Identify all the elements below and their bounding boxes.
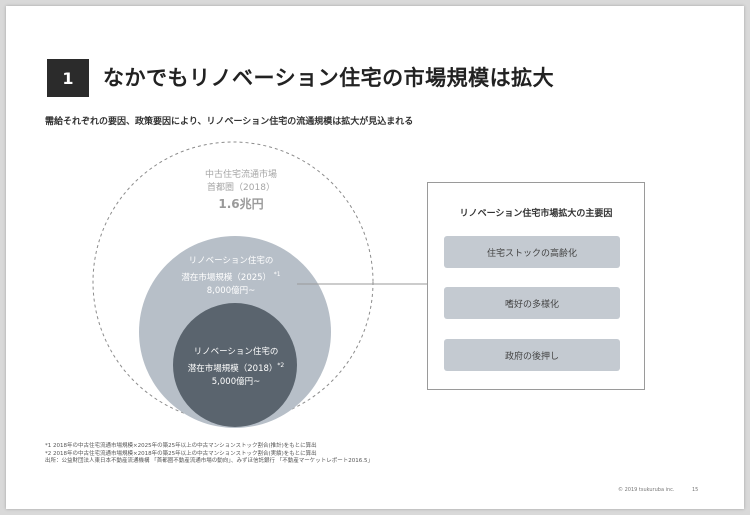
- outer-label-line1: 中古住宅流通市場: [204, 170, 277, 180]
- factor-item-aging-stock: 住宅ストックの高齢化: [444, 236, 620, 268]
- page-title: なかでもリノベーション住宅の市場規模は拡大: [103, 66, 555, 90]
- factors-panel: リノベーション住宅市場拡大の主要因 住宅ストックの高齢化 嗜好の多様化 政府の後…: [427, 182, 645, 390]
- footnote-2: *2 2018年の中古住宅流通市場規模×2018年の築25年以上の中古マンション…: [45, 450, 317, 457]
- middle-label-line1: リノベーション住宅の: [188, 256, 274, 266]
- middle-label-text: 潜在市場規模（2025）: [181, 272, 272, 283]
- footnote-1: *1 2018年の中古住宅流通市場規模×2025年の築25年以上の中古マンション…: [45, 443, 317, 449]
- page-subtitle: 需給それぞれの要因、政策要因により、リノベーション住宅の流通規模は拡大が見込まれ…: [45, 117, 414, 127]
- inner-label-line1: リノベーション住宅の: [193, 347, 279, 357]
- footnotes: *1 2018年の中古住宅流通市場規模×2025年の築25年以上の中古マンション…: [45, 443, 373, 466]
- middle-circle-label: リノベーション住宅の 潜在市場規模（2025） *1: [156, 255, 306, 285]
- outer-circle-used-housing-market: [92, 141, 374, 423]
- inner-label-line2: 潜在市場規模（2018）*2: [176, 359, 296, 376]
- factor-item-diverse-preferences: 嗜好の多様化: [444, 287, 620, 319]
- slide: 1 なかでもリノベーション住宅の市場規模は拡大 需給それぞれの要因、政策要因によ…: [6, 6, 744, 509]
- outer-label-line2: 首都圏（2018）: [207, 183, 275, 193]
- copyright: © 2019 tsukuruba inc.: [618, 487, 675, 493]
- inner-circle-label: リノベーション住宅の 潜在市場規模（2018）*2: [176, 346, 296, 376]
- middle-label-line2: 潜在市場規模（2025） *1: [156, 268, 306, 285]
- middle-note-marker: *1: [273, 271, 281, 278]
- page-number: 15: [692, 487, 699, 493]
- footnote-source: 出所：公益財団法人東日本不動産流通機構 「首都圏不動産流通市場の動向」、みずほ信…: [45, 458, 373, 464]
- outer-circle-value: 1.6兆円: [218, 197, 264, 211]
- inner-circle-value: 5,000億円~: [211, 377, 261, 387]
- inner-label-text: 潜在市場規模（2018）: [187, 363, 278, 374]
- inner-circle-potential-2018: [173, 303, 297, 427]
- middle-circle-value: 8,000億円~: [206, 286, 256, 296]
- factors-title: リノベーション住宅市場拡大の主要因: [459, 209, 613, 219]
- outer-circle-label: 中古住宅流通市場 首都圏（2018）: [166, 169, 316, 195]
- market-size-diagram: [92, 141, 427, 428]
- inner-note-marker: *2: [277, 362, 285, 369]
- factor-item-government-support: 政府の後押し: [444, 339, 620, 371]
- section-number-badge: 1: [47, 59, 89, 97]
